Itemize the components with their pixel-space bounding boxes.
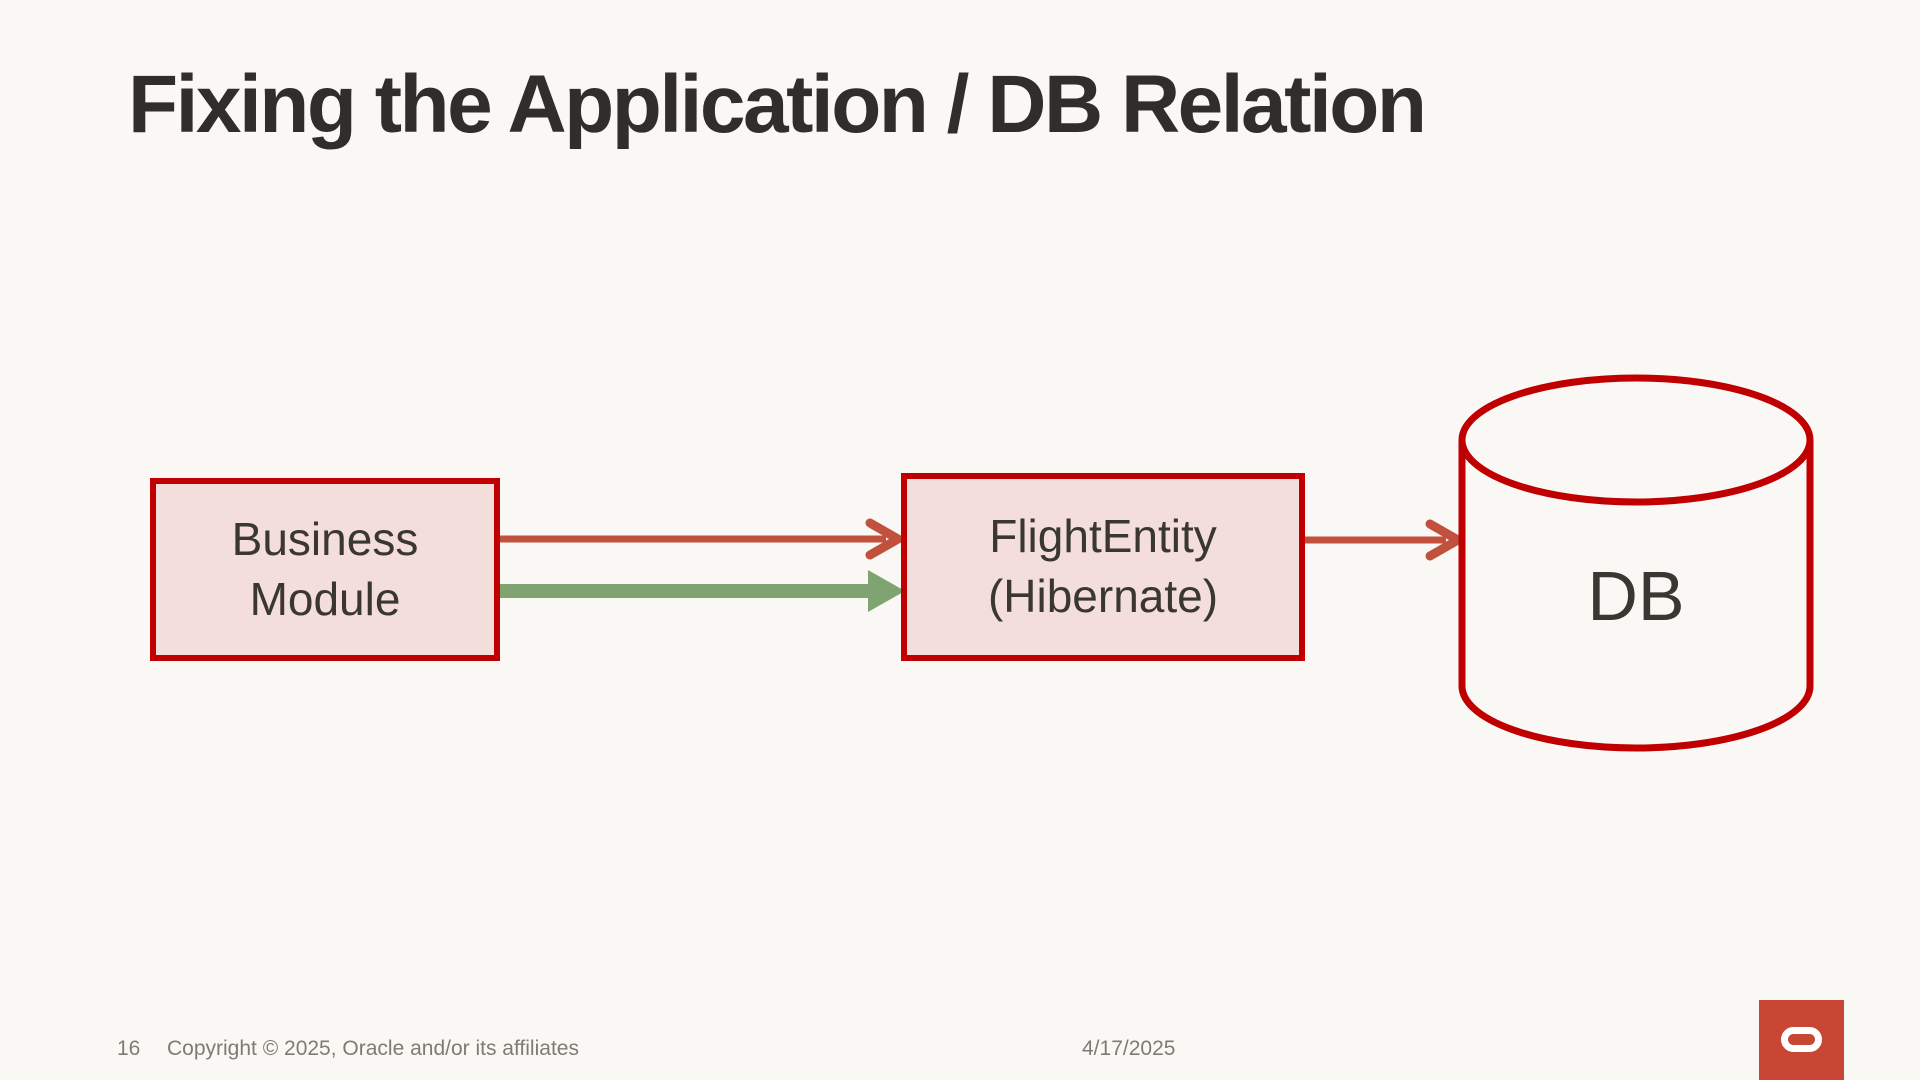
- arrow-business-to-flightentity-red: [500, 518, 903, 560]
- arrow-business-to-flightentity-green: [499, 570, 905, 612]
- node-db-label: DB: [1587, 557, 1685, 635]
- page-number: 16: [117, 1037, 141, 1060]
- arrowhead-icon: [865, 518, 903, 560]
- arrowhead-icon: [868, 570, 905, 612]
- page-title: Fixing the Application / DB Relation: [128, 59, 1427, 150]
- oracle-o-icon: [1781, 1027, 1822, 1052]
- slide-date: 4/17/2025: [1082, 1037, 1176, 1060]
- node-flight-entity-label: FlightEntity (Hibernate): [987, 510, 1219, 622]
- node-business-module: Business Module: [150, 478, 500, 661]
- oracle-logo: [1759, 1000, 1844, 1080]
- node-flight-entity: FlightEntity (Hibernate): [901, 473, 1305, 661]
- copyright-notice: Copyright © 2025, Oracle and/or its affi…: [167, 1037, 579, 1060]
- node-business-module-label: Business Module: [231, 512, 419, 625]
- arrow-flightentity-to-db-red: [1305, 519, 1463, 561]
- arrowhead-icon: [1425, 519, 1463, 561]
- database-cylinder-icon: [1458, 374, 1814, 752]
